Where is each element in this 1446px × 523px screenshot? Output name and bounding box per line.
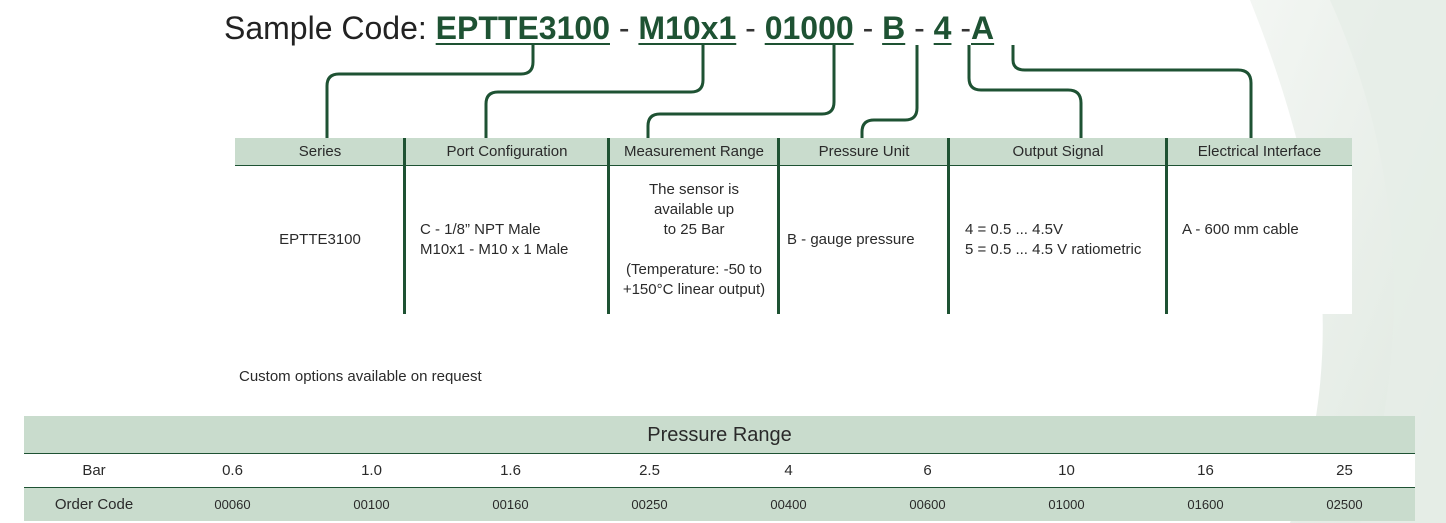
bar-value: 0.6 [222,462,243,479]
code-segment-series: EPTTE3100 [435,10,610,46]
code-separator: - [745,10,756,46]
spec-table: Series Port Configuration Measurement Ra… [235,138,1352,314]
order-code-row: Order Code 00060 00100 00160 00250 00400… [24,488,1415,521]
bar-value: 1.0 [361,462,382,479]
code-separator: - [862,10,874,46]
cell-output-signal: 4 = 0.5 ... 4.5V 5 = 0.5 ... 4.5 V ratio… [949,166,1167,314]
pressure-range-title: Pressure Range [24,416,1415,454]
cell-series: EPTTE3100 [235,166,405,314]
cell-line: 4 = 0.5 ... 4.5V [965,221,1063,238]
header-port-configuration: Port Configuration [446,143,568,160]
code-segment-unit: B [882,10,906,46]
cell-line: C - 1/8” NPT Male [420,221,541,238]
code-segment-output: 4 [933,10,952,46]
cell-measurement-range: The sensor is available up to 25 Bar (Te… [609,166,779,314]
code-separator: - [618,10,630,46]
cell-line: EPTTE3100 [279,231,361,248]
header-electrical-interface: Electrical Interface [1197,143,1322,160]
connector-series [325,45,535,138]
cell-line: B - gauge pressure [787,231,915,248]
order-code-value: 01600 [1187,497,1224,512]
custom-options-note: Custom options available on request [239,368,482,385]
cell-line: (Temperature: -50 to [626,261,762,278]
header-pressure-unit: Pressure Unit [818,143,910,160]
bar-value: 10 [1058,462,1075,479]
connector-output [967,45,1083,138]
cell-line-blank [623,240,765,260]
order-code-value: 00400 [770,497,807,512]
cell-line: A - 600 mm cable [1182,221,1299,238]
bar-value: 25 [1336,462,1353,479]
column-divider [403,138,406,314]
header-output-signal: Output Signal [1012,143,1104,160]
cell-line: The sensor is [648,181,740,198]
bar-row: Bar 0.6 1.0 1.6 2.5 4 6 10 16 25 [24,454,1415,488]
order-code-value: 01000 [1048,497,1085,512]
connector-unit [860,45,919,138]
bar-value: 1.6 [500,462,521,479]
sample-code-prefix: Sample Code: [224,10,427,46]
column-divider [777,138,780,314]
bar-value: 16 [1197,462,1214,479]
cell-line: M10x1 - M10 x 1 Male [420,241,569,258]
order-code-value: 00600 [909,497,946,512]
bar-value: 4 [784,462,793,479]
order-code-value: 00100 [353,497,390,512]
order-code-row-label: Order Code [54,496,134,513]
bar-value: 6 [923,462,932,479]
connector-port [484,45,705,138]
code-segment-interface: A [971,10,995,46]
connector-interface [1011,45,1253,138]
cell-line: 5 = 0.5 ... 4.5 V ratiometric [965,241,1142,258]
pressure-range-table: Pressure Range Bar 0.6 1.0 1.6 2.5 4 6 1… [24,416,1415,521]
code-separator: - [960,10,972,46]
column-divider [607,138,610,314]
cell-line: to 25 Bar [663,221,725,238]
cell-line: +150°C linear output) [622,281,766,298]
cell-port-configuration: C - 1/8” NPT Male M10x1 - M10 x 1 Male [405,166,609,314]
cell-electrical-interface: A - 600 mm cable [1167,166,1352,314]
order-code-value: 00250 [631,497,668,512]
bar-value: 2.5 [639,462,660,479]
column-divider [947,138,950,314]
order-code-value: 02500 [1326,497,1363,512]
sample-code-title: Sample Code: EPTTE3100 - M10x1 - 01000 -… [224,6,994,50]
bar-row-label: Bar [82,462,106,479]
order-code-value: 00160 [492,497,529,512]
code-segment-range: 01000 [764,10,854,46]
header-measurement-range: Measurement Range [623,143,765,160]
cell-pressure-unit: B - gauge pressure [779,166,949,314]
code-separator: - [914,10,925,46]
code-segment-port: M10x1 [638,10,737,46]
header-series: Series [298,143,342,160]
order-code-value: 00060 [214,497,251,512]
connector-range [646,45,836,138]
cell-line: available up [653,201,735,218]
column-divider [1165,138,1168,314]
